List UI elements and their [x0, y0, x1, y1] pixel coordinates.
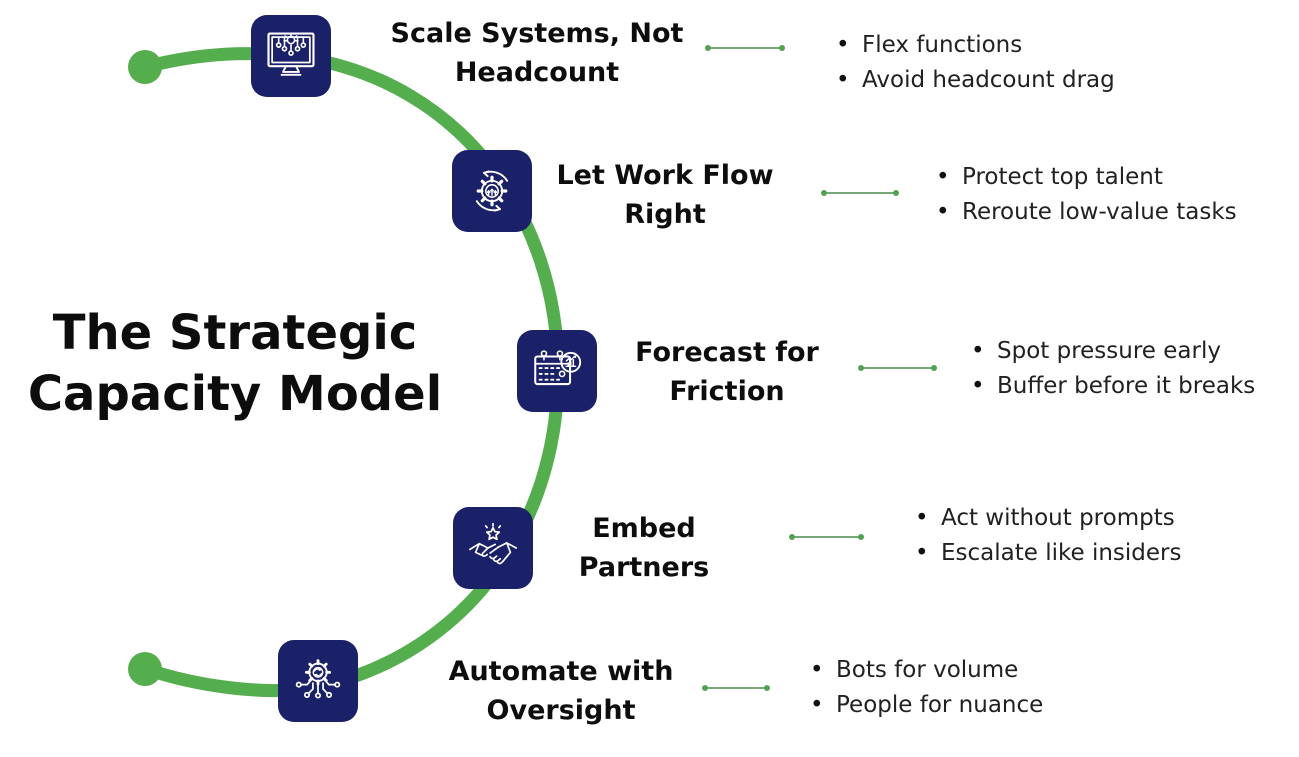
stage-2-title: Let Work Flow Right [505, 156, 825, 234]
stage-1-title-line2: Headcount [454, 57, 620, 88]
stage-2-title-line2: Right [624, 199, 706, 230]
gear-circuit-icon [278, 640, 358, 722]
arc-end-dot [128, 652, 162, 686]
bullet-item: Protect top talent [936, 160, 1237, 195]
stage-4-connector-line [789, 534, 864, 540]
bullet-item: Reroute low-value tasks [936, 195, 1237, 230]
gear-cycle-icon [452, 150, 532, 232]
stage-3-title-line1: Forecast for [635, 337, 819, 368]
stage-3-bullets: Spot pressure early Buffer before it bre… [971, 334, 1255, 404]
calendar-forecast-icon [517, 330, 597, 412]
bullet-item: Escalate like insiders [915, 536, 1182, 571]
stage-5-title-line2: Oversight [486, 695, 636, 726]
stage-5-bullets: Bots for volume People for nuance [810, 653, 1043, 723]
handshake-star-icon [453, 507, 533, 589]
bullet-item: Avoid headcount drag [836, 63, 1115, 98]
arc-start-dot [128, 50, 162, 84]
stage-1-connector-line [705, 45, 785, 51]
stage-4-title-line2: Partners [578, 552, 710, 583]
stage-5-connector-line [702, 685, 770, 691]
stage-1-title-line1: Scale Systems, Not [390, 18, 684, 49]
page-title-line1: The Strategic [52, 305, 418, 361]
stage-2-title-line1: Let Work Flow [556, 160, 774, 191]
stage-5-title: Automate with Oversight [401, 652, 721, 730]
page-title: The Strategic Capacity Model [0, 303, 470, 425]
bullet-item: Spot pressure early [971, 334, 1255, 369]
page-title-line2: Capacity Model [27, 366, 443, 422]
stage-1-bullets: Flex functions Avoid headcount drag [836, 28, 1115, 98]
stage-4-title-line1: Embed [592, 513, 696, 544]
stage-1-title: Scale Systems, Not Headcount [377, 14, 697, 92]
bullet-item: People for nuance [810, 688, 1043, 723]
stage-3-title: Forecast for Friction [567, 333, 887, 411]
stage-3-title-line2: Friction [669, 376, 785, 407]
stage-4-title: Embed Partners [484, 509, 804, 587]
stage-3-connector-line [858, 365, 937, 371]
stage-4-bullets: Act without prompts Escalate like inside… [915, 501, 1182, 571]
stage-5-title-line1: Automate with [448, 656, 674, 687]
bullet-item: Buffer before it breaks [971, 369, 1255, 404]
bullet-item: Flex functions [836, 28, 1115, 63]
stage-2-bullets: Protect top talent Reroute low-value tas… [936, 160, 1237, 230]
monitor-network-icon [251, 15, 331, 97]
bullet-item: Act without prompts [915, 501, 1182, 536]
bullet-item: Bots for volume [810, 653, 1043, 688]
stage-2-connector-line [821, 190, 899, 196]
